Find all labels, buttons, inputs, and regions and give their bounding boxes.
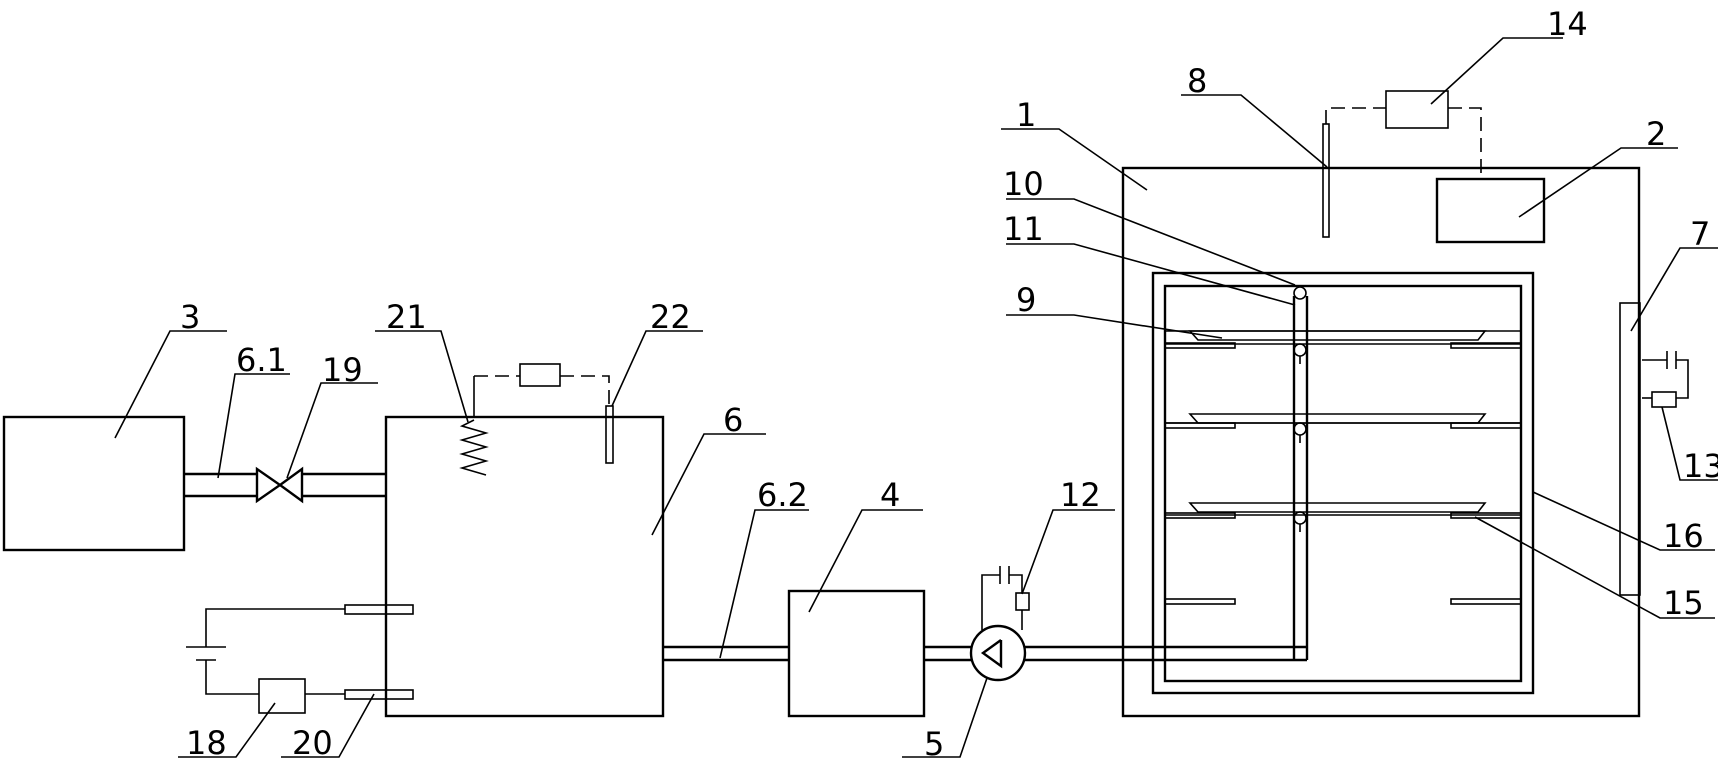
shelf-2 xyxy=(1165,413,1521,424)
heater-control-circuit xyxy=(474,363,610,406)
controller-18 xyxy=(258,678,306,714)
label-13: 13 xyxy=(1683,447,1718,485)
label-16: 16 xyxy=(1663,517,1704,555)
box-2 xyxy=(1435,177,1546,244)
label-4: 4 xyxy=(880,476,900,514)
valve-19 xyxy=(255,466,304,504)
label-1: 1 xyxy=(1016,96,1036,134)
electrode-20 xyxy=(344,689,414,700)
label-9: 9 xyxy=(1016,281,1036,319)
label-22: 22 xyxy=(650,298,691,336)
door-7 xyxy=(1619,302,1641,596)
chamber-1 xyxy=(1121,166,1641,718)
label-20: 20 xyxy=(292,724,333,762)
pipe-4-to-5 xyxy=(924,645,971,662)
sensor-8 xyxy=(1322,123,1330,238)
label-6: 6 xyxy=(723,401,743,439)
door-circuit-13 xyxy=(1642,351,1689,408)
label-21: 21 xyxy=(386,298,427,336)
label-11: 11 xyxy=(1003,210,1044,248)
label-3: 3 xyxy=(180,298,200,336)
box-4 xyxy=(787,589,926,718)
shelf-3 xyxy=(1165,502,1521,516)
controller-14-wiring xyxy=(1325,107,1482,179)
controller-14 xyxy=(1385,90,1449,129)
label-19: 19 xyxy=(322,351,363,389)
label-7: 7 xyxy=(1690,215,1710,253)
supports-15 xyxy=(1164,342,1522,605)
inner-frame-16-inner xyxy=(1163,284,1523,683)
inner-frame-16 xyxy=(1151,271,1535,695)
label-2: 2 xyxy=(1646,115,1666,153)
label-10: 10 xyxy=(1003,165,1044,203)
shelf-1 xyxy=(1165,330,1521,345)
label-15: 15 xyxy=(1663,584,1704,622)
label-8: 8 xyxy=(1187,62,1207,100)
electrode-circuit xyxy=(186,608,345,695)
label-12: 12 xyxy=(1060,476,1101,514)
label-6-1: 6.1 xyxy=(236,341,287,379)
pump-5 xyxy=(969,624,1027,682)
nozzles-10 xyxy=(1293,286,1307,532)
heater-21 xyxy=(459,376,489,476)
label-5: 5 xyxy=(924,725,944,763)
pump-circuit-12 xyxy=(981,566,1030,630)
leader-lines xyxy=(114,37,1718,758)
box-3 xyxy=(2,415,186,552)
tank-6 xyxy=(384,415,665,718)
label-18: 18 xyxy=(186,724,227,762)
label-14: 14 xyxy=(1547,5,1588,43)
sensor-22 xyxy=(605,405,614,464)
label-6-2: 6.2 xyxy=(757,476,808,514)
electrode-upper xyxy=(344,604,414,615)
pipe-6-2 xyxy=(663,645,789,662)
pipe-6-1 xyxy=(184,472,386,498)
